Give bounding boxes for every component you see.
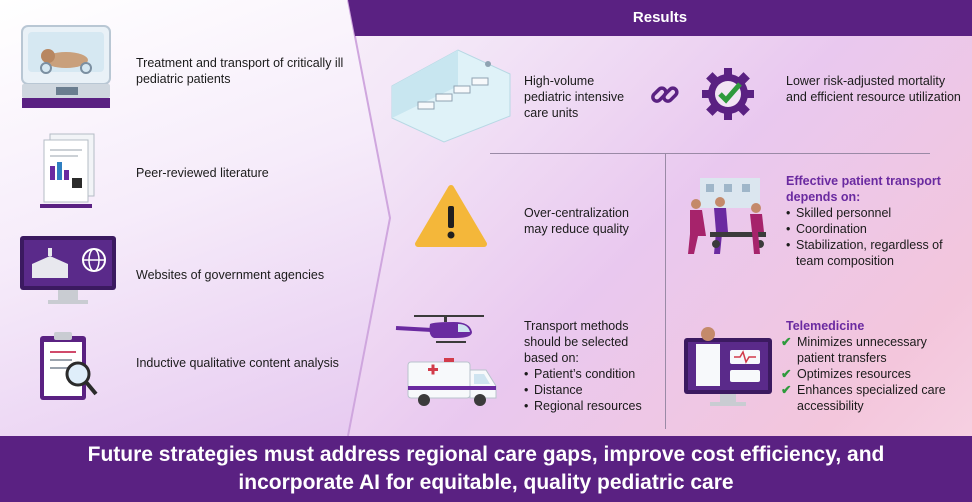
transport-heading: Effective patient transport depends on:: [786, 174, 941, 204]
hospital-ward-icon: [391, 49, 511, 143]
methods-list: Patient’s condition Distance Regional re…: [524, 366, 664, 414]
ambulance-icon: [407, 358, 497, 406]
check-icon: ✔: [781, 335, 792, 349]
telemedicine-heading: Telemedicine: [786, 319, 865, 333]
result-picu-label: High-volume pediatric intensive care uni…: [524, 74, 625, 120]
results-header-bar: [348, 0, 972, 36]
check-icon: ✔: [781, 383, 792, 397]
input-label-websites: Websites of government agencies: [136, 268, 325, 282]
government-website-icon: [20, 236, 116, 304]
link-icon: [651, 86, 679, 103]
results-divider-vertical: [665, 153, 666, 429]
results-divider-horizontal: [490, 153, 930, 154]
telemedicine-item: ✔Minimizes unnecessary patient transfers: [781, 335, 927, 365]
transport-item: Coordination: [786, 221, 966, 237]
clipboard-magnifier-icon: [40, 332, 98, 400]
telemedicine-item: ✔Enhances specialized care accessibility: [781, 383, 946, 413]
input-label-treatment: Treatment and transport of critically il…: [136, 56, 344, 86]
result-outcome-label: Lower risk-adjusted mortality and effici…: [786, 74, 961, 104]
warning-icon: [415, 185, 487, 247]
methods-item: Patient’s condition: [524, 366, 664, 382]
conclusion-line-1: Future strategies must address regional …: [87, 443, 885, 466]
conclusion-text: Future strategies must address regional …: [20, 441, 952, 497]
incubator-icon: [21, 25, 111, 108]
methods-item: Regional resources: [524, 398, 664, 414]
conclusion-line-2: incorporate AI for equitable, quality pe…: [238, 471, 734, 494]
conclusion-footer: [0, 436, 972, 502]
helicopter-icon: [395, 315, 484, 343]
methods-intro: Transport methods should be selected bas…: [524, 319, 629, 365]
documents-icon: [40, 133, 95, 208]
telemedicine-list: ✔Minimizes unnecessary patient transfers…: [781, 334, 966, 414]
stretcher-team-icon: [688, 178, 766, 254]
transport-item: Skilled personnel: [786, 205, 966, 221]
results-title: Results: [632, 9, 688, 26]
input-label-literature: Peer-reviewed literature: [136, 166, 269, 180]
transport-item: Stabilization, regardless of team compos…: [786, 237, 966, 269]
result-centralization-label: Over-centralization may reduce quality: [524, 206, 629, 236]
methods-item: Distance: [524, 382, 664, 398]
gear-check-icon: [702, 68, 754, 120]
telemedicine-monitor-icon: [684, 327, 772, 406]
check-icon: ✔: [781, 367, 792, 381]
transport-list: Skilled personnel Coordination Stabiliza…: [786, 205, 966, 269]
input-label-analysis: Inductive qualitative content analysis: [136, 356, 339, 370]
panel-divider: [347, 0, 392, 436]
telemedicine-item: ✔Optimizes resources: [781, 367, 911, 381]
